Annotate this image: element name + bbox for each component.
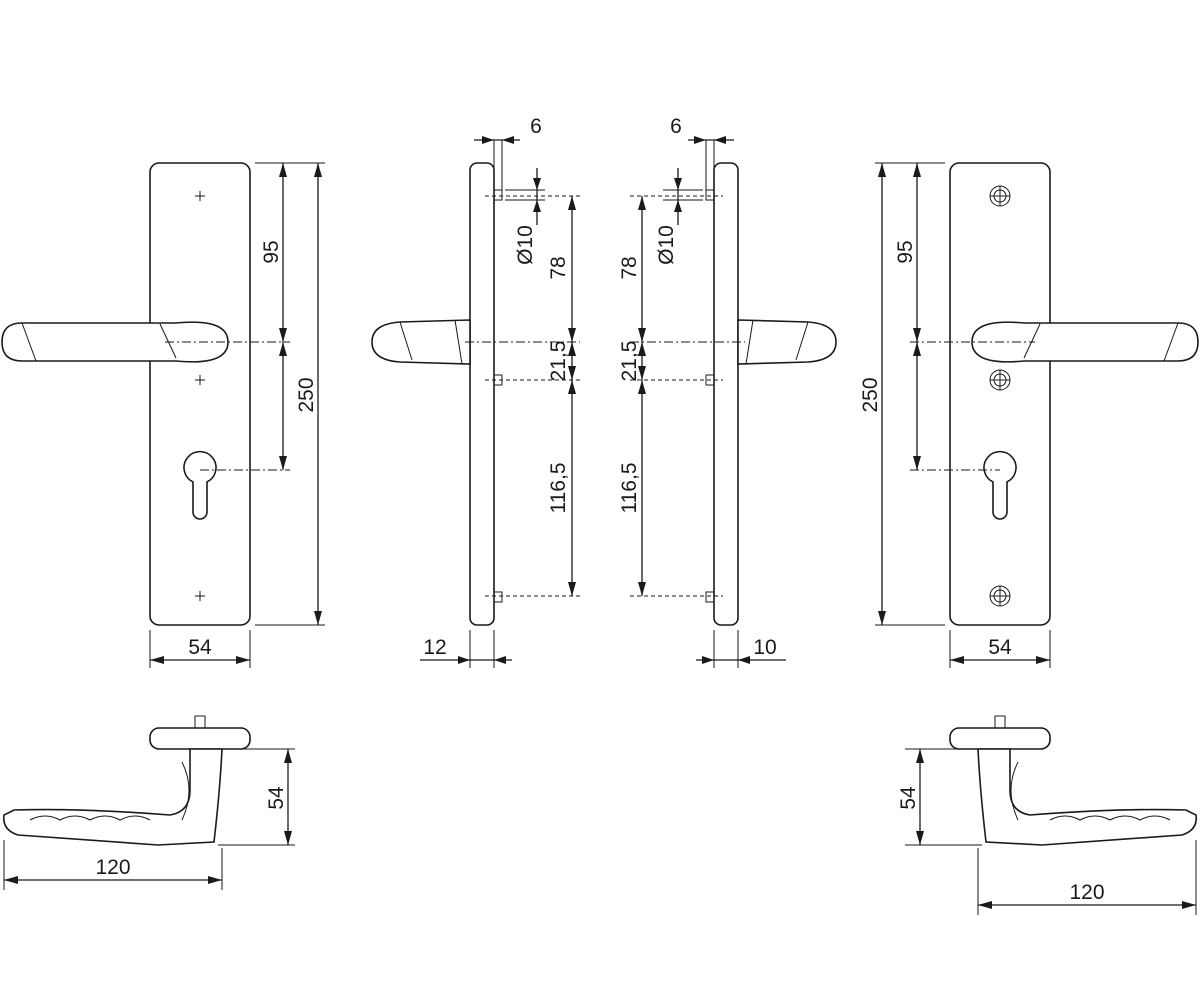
dim-side-right-6: 6 (670, 115, 682, 138)
dim-handle-left-54: 54 (265, 786, 288, 810)
dim-side-right-78: 78 (618, 256, 641, 279)
keyhole-right (983, 450, 1017, 520)
dim-front-left-250: 250 (295, 377, 318, 412)
front-view-left: 95 250 54 (1, 162, 325, 668)
rosette-bottom-right (989, 585, 1011, 607)
rosette-top-right (989, 185, 1011, 207)
rose-left (149, 727, 251, 750)
dim-side-left-116-5: 116,5 (547, 463, 570, 514)
keyhole-left (183, 450, 217, 520)
dim-front-left-95: 95 (260, 240, 283, 263)
spindle-left (371, 319, 471, 365)
dim-front-right-250: 250 (859, 377, 882, 412)
dim-handle-right-54: 54 (897, 786, 920, 810)
side-view-right: 6 Ø10 78 21,5 116,5 10 (618, 115, 837, 668)
handle-body-right (977, 748, 1198, 846)
dim-handle-right-120: 120 (1069, 881, 1104, 904)
dim-side-left-21-5: 21,5 (547, 341, 570, 382)
dim-side-left-78: 78 (547, 256, 570, 279)
side-plate-right (713, 162, 739, 626)
dim-side-left-dia10: Ø10 (514, 225, 537, 265)
side-view-left: 6 Ø10 78 21,5 116,5 12 (371, 115, 580, 668)
backplate-right (949, 162, 1051, 626)
dim-side-left-6: 6 (530, 115, 542, 138)
dim-handle-left-120: 120 (95, 856, 130, 879)
dim-side-right-10: 10 (753, 636, 776, 659)
dim-front-right-95: 95 (894, 240, 917, 263)
side-plate-left (469, 162, 495, 626)
backplate-left (149, 162, 251, 626)
dim-side-right-116-5: 116,5 (618, 463, 641, 514)
lever-right (971, 321, 1199, 363)
rosette-mid-right (989, 369, 1011, 391)
dim-front-right-54: 54 (988, 636, 1012, 659)
front-view-right: 95 250 54 (859, 162, 1199, 668)
spindle-right (737, 319, 837, 365)
handle-body-left (2, 748, 223, 846)
dim-front-left-54: 54 (188, 636, 212, 659)
handle-top-view-right: 54 120 (897, 715, 1198, 915)
dim-side-right-21-5: 21,5 (618, 341, 641, 382)
dim-side-left-12: 12 (423, 636, 446, 659)
lever-left (1, 321, 229, 363)
dim-side-right-dia10: Ø10 (655, 225, 678, 265)
rose-right (949, 727, 1051, 750)
handle-top-view-left: 54 120 (2, 715, 295, 890)
